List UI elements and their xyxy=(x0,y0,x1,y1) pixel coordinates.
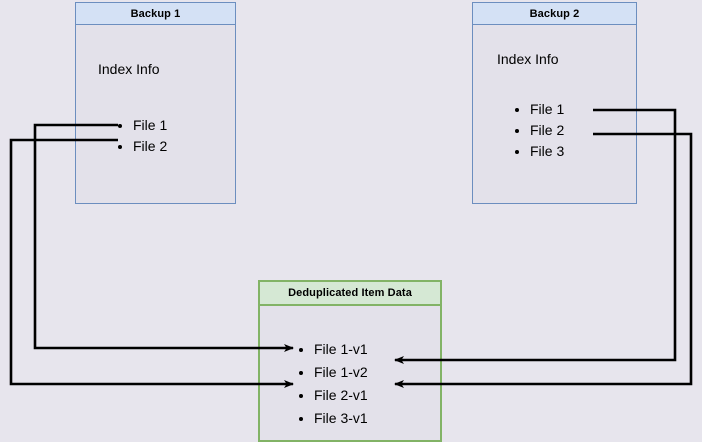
backup-2-index-info-label: Index Info xyxy=(497,51,559,67)
backup-1-index-info-label: Index Info xyxy=(98,61,160,77)
list-item: File 1 xyxy=(530,99,564,120)
list-item: File 1-v2 xyxy=(314,361,368,384)
list-item: File 1 xyxy=(133,115,167,136)
node-backup-1-header: Backup 1 xyxy=(76,3,235,25)
node-backup-1[interactable]: Backup 1 xyxy=(75,2,236,204)
list-item: File 3-v1 xyxy=(314,407,368,430)
list-item: File 3 xyxy=(530,141,564,162)
backup-1-file-list: File 1 File 2 xyxy=(117,115,167,157)
list-item: File 2-v1 xyxy=(314,384,368,407)
list-item: File 1-v1 xyxy=(314,338,368,361)
list-item: File 2 xyxy=(530,120,564,141)
backup-2-file-list: File 1 File 2 File 3 xyxy=(514,99,564,162)
list-item: File 2 xyxy=(133,136,167,157)
node-dedup-header: Deduplicated Item Data xyxy=(260,282,440,306)
node-backup-2-header: Backup 2 xyxy=(473,3,636,25)
dedup-file-list: File 1-v1 File 1-v2 File 2-v1 File 3-v1 xyxy=(298,338,368,430)
